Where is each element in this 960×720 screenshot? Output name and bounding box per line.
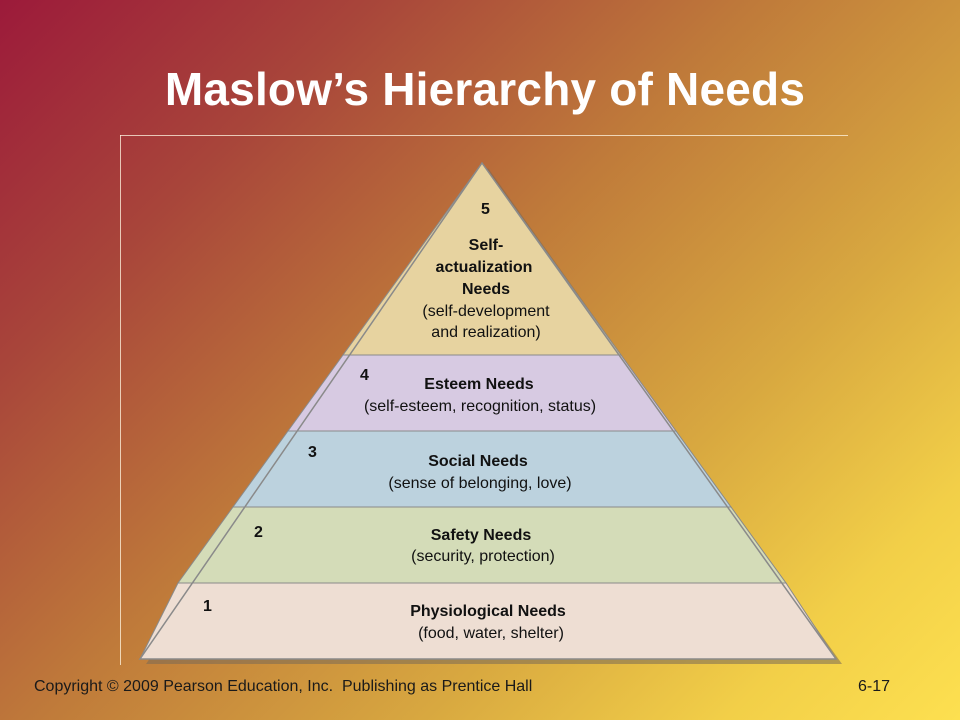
slide-number: 6-17 bbox=[858, 678, 891, 695]
tier-2-fill bbox=[177, 506, 787, 584]
tier-4-name: Esteem Needs bbox=[424, 376, 533, 393]
tier-4-description: (self-esteem, recognition, status) bbox=[364, 398, 596, 415]
tier-1-description: (food, water, shelter) bbox=[418, 625, 564, 642]
tier-3-name: Social Needs bbox=[428, 453, 528, 470]
tier-5-name-line-2: actualization bbox=[436, 259, 533, 276]
tier-4-number: 4 bbox=[360, 367, 369, 384]
tier-5-name-line-3: Needs bbox=[462, 281, 510, 298]
tier-3-number: 3 bbox=[308, 444, 317, 461]
frame-line-left bbox=[120, 135, 121, 665]
tier-5-number: 5 bbox=[481, 201, 490, 218]
tier-4-fill bbox=[287, 354, 677, 432]
tier-1-name: Physiological Needs bbox=[410, 603, 566, 620]
tier-2-name: Safety Needs bbox=[431, 527, 532, 544]
tier-2-description: (security, protection) bbox=[411, 548, 555, 565]
tier-3-description: (sense of belonging, love) bbox=[388, 475, 571, 492]
tier-5-description-line-2: and realization) bbox=[431, 324, 540, 341]
tier-2-number: 2 bbox=[254, 524, 263, 541]
tier-5-description-line-1: (self-development bbox=[422, 303, 550, 320]
slide-title: Maslow’s Hierarchy of Needs bbox=[164, 63, 806, 115]
tier-1-fill bbox=[139, 582, 837, 660]
frame-line-top bbox=[120, 135, 848, 136]
copyright-footer: Copyright © 2009 Pearson Education, Inc.… bbox=[34, 678, 533, 695]
tier-5-name-line-1: Self- bbox=[469, 237, 504, 254]
pyramid-outline bbox=[138, 161, 838, 660]
tier-1-number: 1 bbox=[203, 598, 212, 615]
